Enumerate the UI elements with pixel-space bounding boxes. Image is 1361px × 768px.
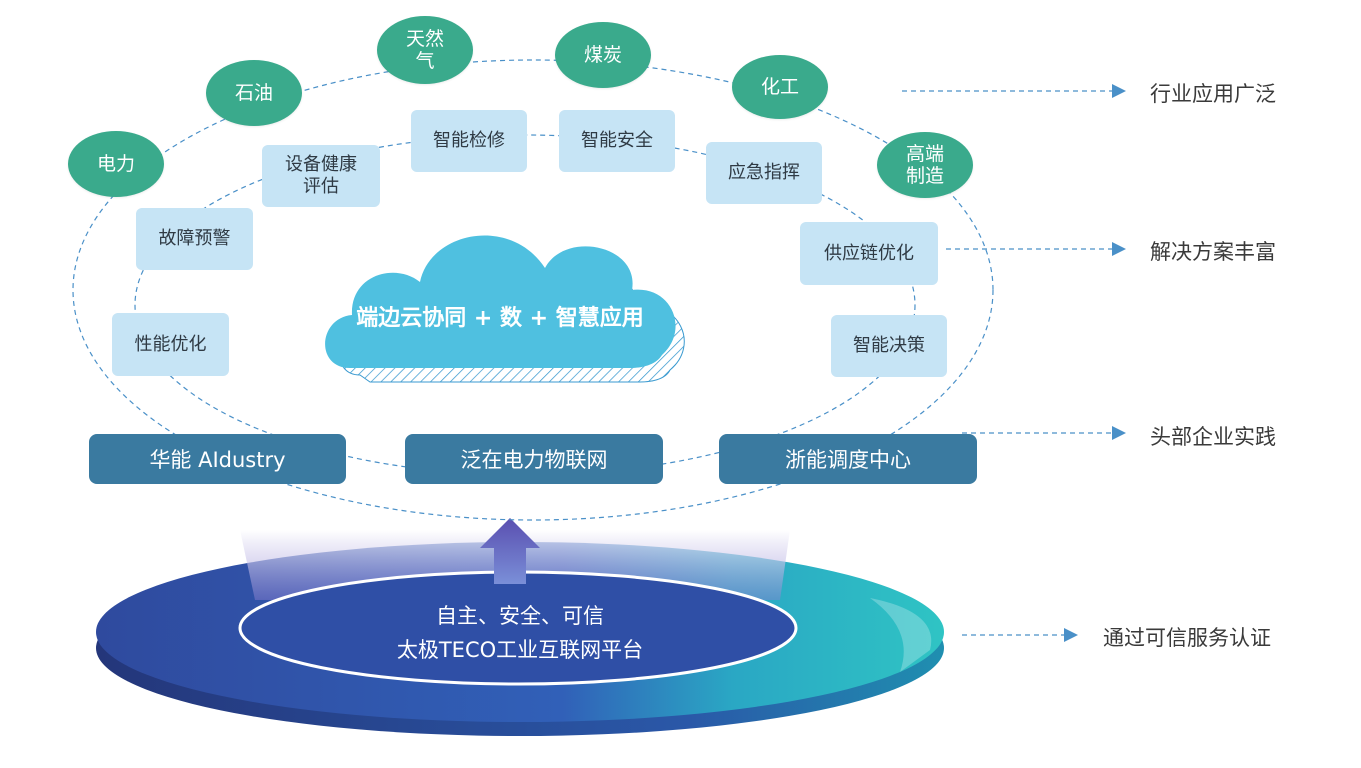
connector-arrows bbox=[902, 84, 1126, 642]
solution-performance-optimization: 性能优化 bbox=[112, 313, 229, 376]
solution-supply-chain: 供应链优化 bbox=[800, 222, 938, 285]
industry-coal: 煤炭 bbox=[555, 22, 651, 88]
label-rich-solutions: 解决方案丰富 bbox=[1150, 240, 1276, 264]
label-wide-industry-application: 行业应用广泛 bbox=[1150, 82, 1276, 106]
cloud-icon bbox=[325, 235, 685, 383]
industry-oil: 石油 bbox=[206, 60, 302, 126]
industry-chemical: 化工 bbox=[732, 55, 828, 119]
label-trusted-service-certification: 通过可信服务认证 bbox=[1103, 626, 1271, 650]
outer-dashed-ellipse bbox=[72, 59, 994, 521]
solution-smart-decision: 智能决策 bbox=[831, 315, 947, 377]
solution-smart-safety: 智能安全 bbox=[559, 110, 675, 172]
platform-subtitle: 自主、安全、可信 bbox=[436, 604, 604, 628]
cloud-label: 端边云协同 + 数 + 智慧应用 bbox=[356, 306, 644, 331]
industry-high-end-manufacturing: 高端 制造 bbox=[877, 132, 973, 198]
solution-smart-maintenance: 智能检修 bbox=[411, 110, 527, 172]
industry-power: 电力 bbox=[68, 131, 164, 197]
solution-emergency-command: 应急指挥 bbox=[706, 142, 822, 204]
up-arrow bbox=[480, 518, 540, 584]
label-leading-enterprise-practice: 头部企业实践 bbox=[1150, 425, 1276, 449]
platform-title: 太极TECO工业互联网平台 bbox=[396, 638, 644, 662]
enterprise-zheneng-dispatch: 浙能调度中心 bbox=[719, 434, 977, 484]
industry-natural-gas: 天然 气 bbox=[377, 16, 473, 84]
solution-equipment-health: 设备健康 评估 bbox=[262, 145, 380, 207]
enterprise-huaneng: 华能 AIdustry bbox=[89, 434, 346, 484]
enterprise-ubiquitous-power-iot: 泛在电力物联网 bbox=[405, 434, 663, 484]
solution-fault-warning: 故障预警 bbox=[136, 208, 253, 270]
